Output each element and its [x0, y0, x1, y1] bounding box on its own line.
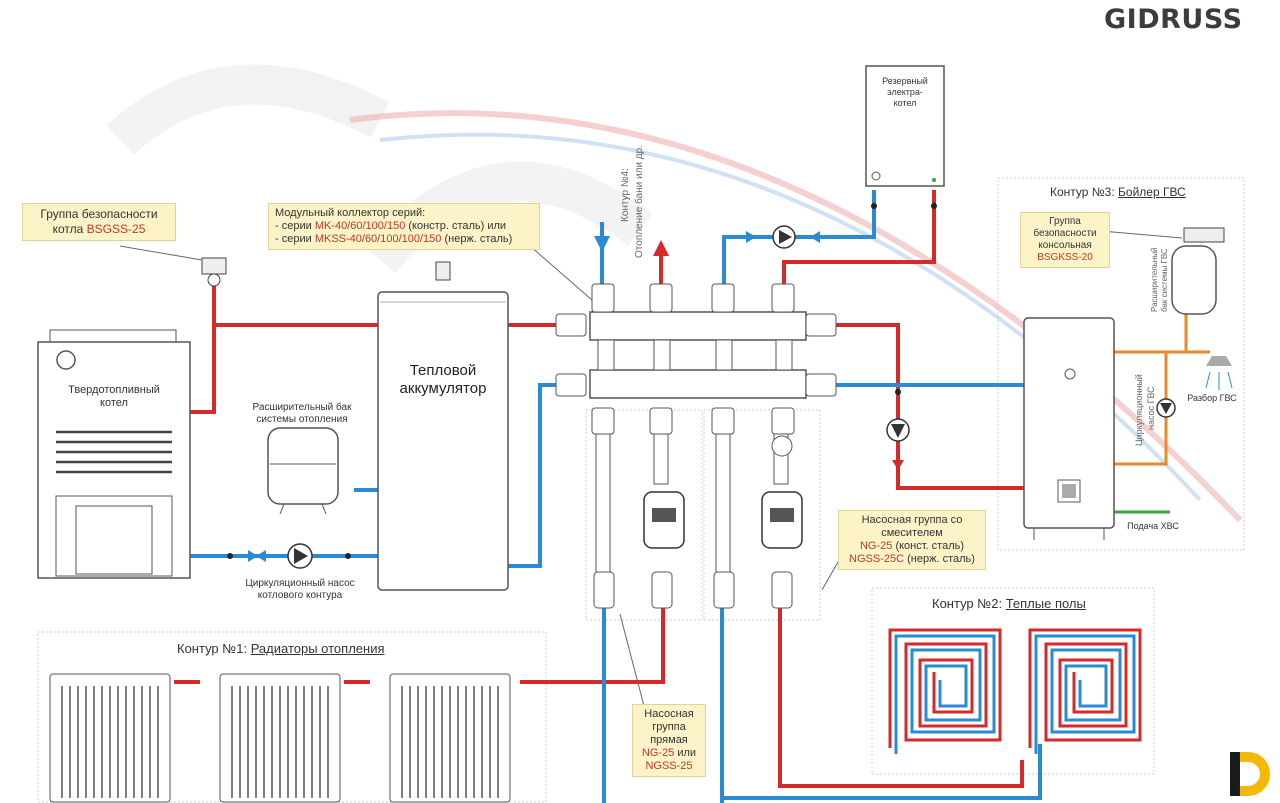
safety-console-callout: Группа безопасности консольная BSGKSS-20 [1020, 212, 1110, 268]
collector-line1: Модульный коллектор серий: [275, 207, 426, 219]
direct-group-callout: Насосная группа прямая NG-25 или NGSS-25 [632, 704, 706, 777]
shower-icon [1205, 356, 1233, 390]
corner-brand-icon [1230, 752, 1270, 796]
accumulator-label: Тепловой аккумулятор [399, 362, 487, 397]
underfloor-coils [888, 628, 1142, 754]
collector-code-mk: MK-40/60/100/150 [314, 220, 406, 232]
expansion-tank [267, 427, 339, 515]
safety-group-callout: Группа безопасности котла BSGSS-25 [22, 203, 176, 241]
contour4-label: Контур №4: [620, 168, 631, 222]
gidruss-logo: GIDRUSS [1104, 4, 1243, 35]
solid-fuel-boiler [37, 329, 191, 579]
direct-pump-group [593, 433, 685, 609]
direct-group-frame [585, 409, 703, 621]
cold-pipes [190, 190, 1042, 803]
dhw-pipes [1114, 312, 1210, 466]
gauge-icon [56, 350, 76, 370]
boiler-pump-icon [227, 543, 351, 569]
contour4-sublabel: Отопление бани или др. [634, 145, 645, 258]
dhw-draw-label: Разбор ГВС [1187, 393, 1237, 403]
boiler-pump-label: Циркуляционный насос котлового контура [245, 578, 355, 601]
modular-collector [555, 283, 837, 435]
dhw-tank-sublabel: бак системы ГВС [1160, 248, 1169, 312]
reserve-pump-icon [746, 225, 820, 249]
mixer-group-frame [703, 409, 821, 621]
contour2-title: Контур №2: Теплые полы [932, 596, 1086, 611]
radiator-fins [61, 686, 499, 798]
heat-accumulator [377, 261, 509, 591]
arrow-down-icon [594, 236, 610, 252]
mixer-code-ngss: NGSS-25C [849, 553, 905, 565]
mixer-code-ng: NG-25 [859, 540, 893, 552]
dhw-pump-label: Циркуляционный [1134, 374, 1144, 446]
direct-code-ng: NG-25 [641, 747, 675, 759]
direct-code-ngss: NGSS-25 [645, 760, 693, 772]
reserve-boiler-label: Резервный электра- котел [882, 76, 928, 108]
safety-console-code: BSGKSS-20 [1037, 252, 1093, 263]
safety-group-code: BSGSS-25 [86, 222, 146, 236]
safety-group-line1: Группа безопасности [40, 207, 158, 221]
dhw-pump-sublabel: насос ГВС [1146, 386, 1156, 430]
boiler-label: Твердотопливный котел [68, 384, 160, 409]
hot-pipes [174, 190, 1024, 788]
mixer-pump-group [713, 433, 803, 609]
expansion-tank-label: Расширительный бак системы отопления [252, 402, 352, 425]
dhw-expansion-tank [1171, 227, 1225, 315]
contour2-frame [871, 587, 1155, 775]
contour3-pump-icon [886, 389, 910, 470]
collector-callout: Модульный коллектор серий: - серии MK-40… [268, 203, 540, 250]
dhw-tank-label: Расширительный [1150, 247, 1159, 312]
mixer-group-callout: Насосная группа со смесителем NG-25 (кон… [838, 510, 986, 570]
dhw-pump-icon [1156, 398, 1176, 418]
safety-group-line2: котла [52, 222, 87, 236]
cold-supply-label: Подача ХВС [1127, 521, 1179, 531]
safety-group-icon [201, 257, 227, 287]
dhw-boiler [1023, 317, 1115, 540]
contour3-frame [997, 177, 1245, 551]
arrow-up-icon [653, 240, 669, 256]
reserve-electric-boiler [865, 65, 945, 209]
contour1-title: Контур №1: Радиаторы отопления [177, 641, 385, 656]
contour3-title: Контур №3: Бойлер ГВС [1050, 185, 1186, 199]
collector-code-mkss: MKSS-40/60/100/100/150 [314, 233, 442, 245]
